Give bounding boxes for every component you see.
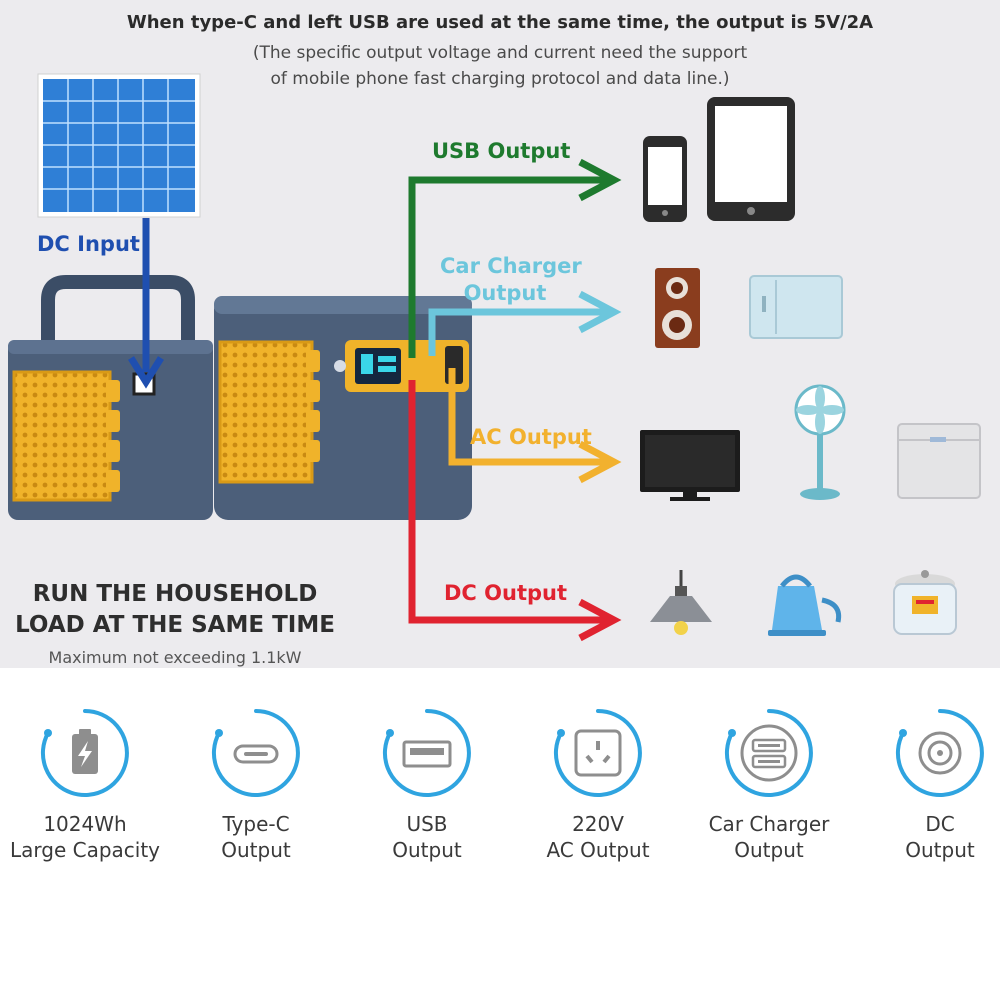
feature-dc: DC Output	[855, 708, 1000, 868]
type-c-port-icon	[211, 709, 300, 797]
ac-output-arrow	[448, 368, 622, 484]
feature-label: Car Charger Output	[684, 811, 854, 863]
dc-output-arrow	[408, 380, 622, 642]
usb-note-subtext: (The specific output voltage and current…	[0, 40, 1000, 92]
tablet-icon	[707, 97, 795, 221]
feature-label: 1024Wh Large Capacity	[0, 811, 170, 863]
feature-label: USB Output	[342, 811, 512, 863]
usb-output-arrow	[408, 158, 622, 358]
ac-output-label: AC Output	[470, 425, 592, 449]
solar-panel-icon	[37, 73, 201, 218]
feature-type-c: Type-C Output	[171, 708, 341, 868]
feature-label-line-1: Car Charger	[708, 812, 830, 836]
max-load-note: Maximum not exceeding 1.1kW	[48, 648, 302, 667]
power-station-right-icon	[214, 296, 472, 520]
feature-label: Type-C Output	[171, 811, 341, 863]
car-charger-output-arrow	[428, 290, 622, 356]
usb-note-line-2: of mobile phone fast charging protocol a…	[270, 69, 730, 89]
headline-line-2: LOAD AT THE SAME TIME	[15, 612, 335, 638]
feature-label-line-2: Large Capacity	[9, 838, 161, 862]
usb-output-label: USB Output	[432, 139, 571, 163]
feature-label-line-2: Output	[221, 838, 291, 862]
television-icon	[640, 430, 740, 501]
dc-output-label: DC Output	[444, 581, 568, 605]
feature-label-line-1: DC	[925, 812, 955, 836]
car-charger-output-label-line-1: Car Charger	[440, 254, 582, 278]
power-station-left-icon	[8, 275, 213, 520]
battery-icon	[40, 709, 129, 797]
car-charger-port-icon	[724, 709, 813, 797]
usb-port-icon	[382, 709, 471, 797]
chest-freezer-icon	[897, 423, 981, 499]
usb-note-line-1: (The specific output voltage and current…	[252, 43, 748, 63]
speaker-icon	[655, 268, 700, 348]
car-charger-output-label-line-2: Output	[463, 281, 547, 305]
feature-label-line-1: Type-C	[222, 812, 290, 836]
pendant-lamp-icon	[650, 570, 712, 635]
diagram-canvas	[8, 73, 981, 642]
product-diagram-panel: When type-C and left USB are used at the…	[0, 0, 1000, 668]
car-charger-output-label: Car Charger Output	[440, 253, 582, 307]
feature-label-line-1: 220V	[572, 812, 624, 836]
headline: RUN THE HOUSEHOLD LOAD AT THE SAME TIME	[0, 579, 350, 641]
feature-label: DC Output	[855, 811, 1000, 863]
electric-kettle-icon	[768, 574, 842, 636]
headline-line-1: RUN THE HOUSEHOLD	[32, 581, 318, 607]
feature-capacity: 1024Wh Large Capacity	[0, 708, 170, 868]
electric-fan-icon	[794, 384, 846, 500]
feature-label: 220V AC Output	[513, 811, 683, 863]
feature-label-line-2: Output	[734, 838, 804, 862]
feature-label-line-1: 1024Wh	[43, 812, 127, 836]
ac-socket-icon	[553, 709, 642, 797]
feature-label-line-2: Output	[905, 838, 975, 862]
feature-label-line-2: Output	[392, 838, 462, 862]
smartphone-icon	[643, 136, 687, 222]
feature-usb: USB Output	[342, 708, 512, 868]
dc-port-icon	[895, 709, 984, 797]
dc-input-label: DC Input	[37, 232, 140, 256]
feature-label-line-2: AC Output	[546, 838, 650, 862]
usb-note-title: When type-C and left USB are used at the…	[126, 12, 874, 33]
rice-cooker-icon	[893, 570, 957, 635]
mini-fridge-icon	[749, 275, 843, 339]
dc-input-arrow	[128, 218, 164, 389]
feature-label-line-1: USB	[406, 812, 448, 836]
feature-ac: 220V AC Output	[513, 708, 683, 868]
feature-car-charger: Car Charger Output	[684, 708, 854, 868]
